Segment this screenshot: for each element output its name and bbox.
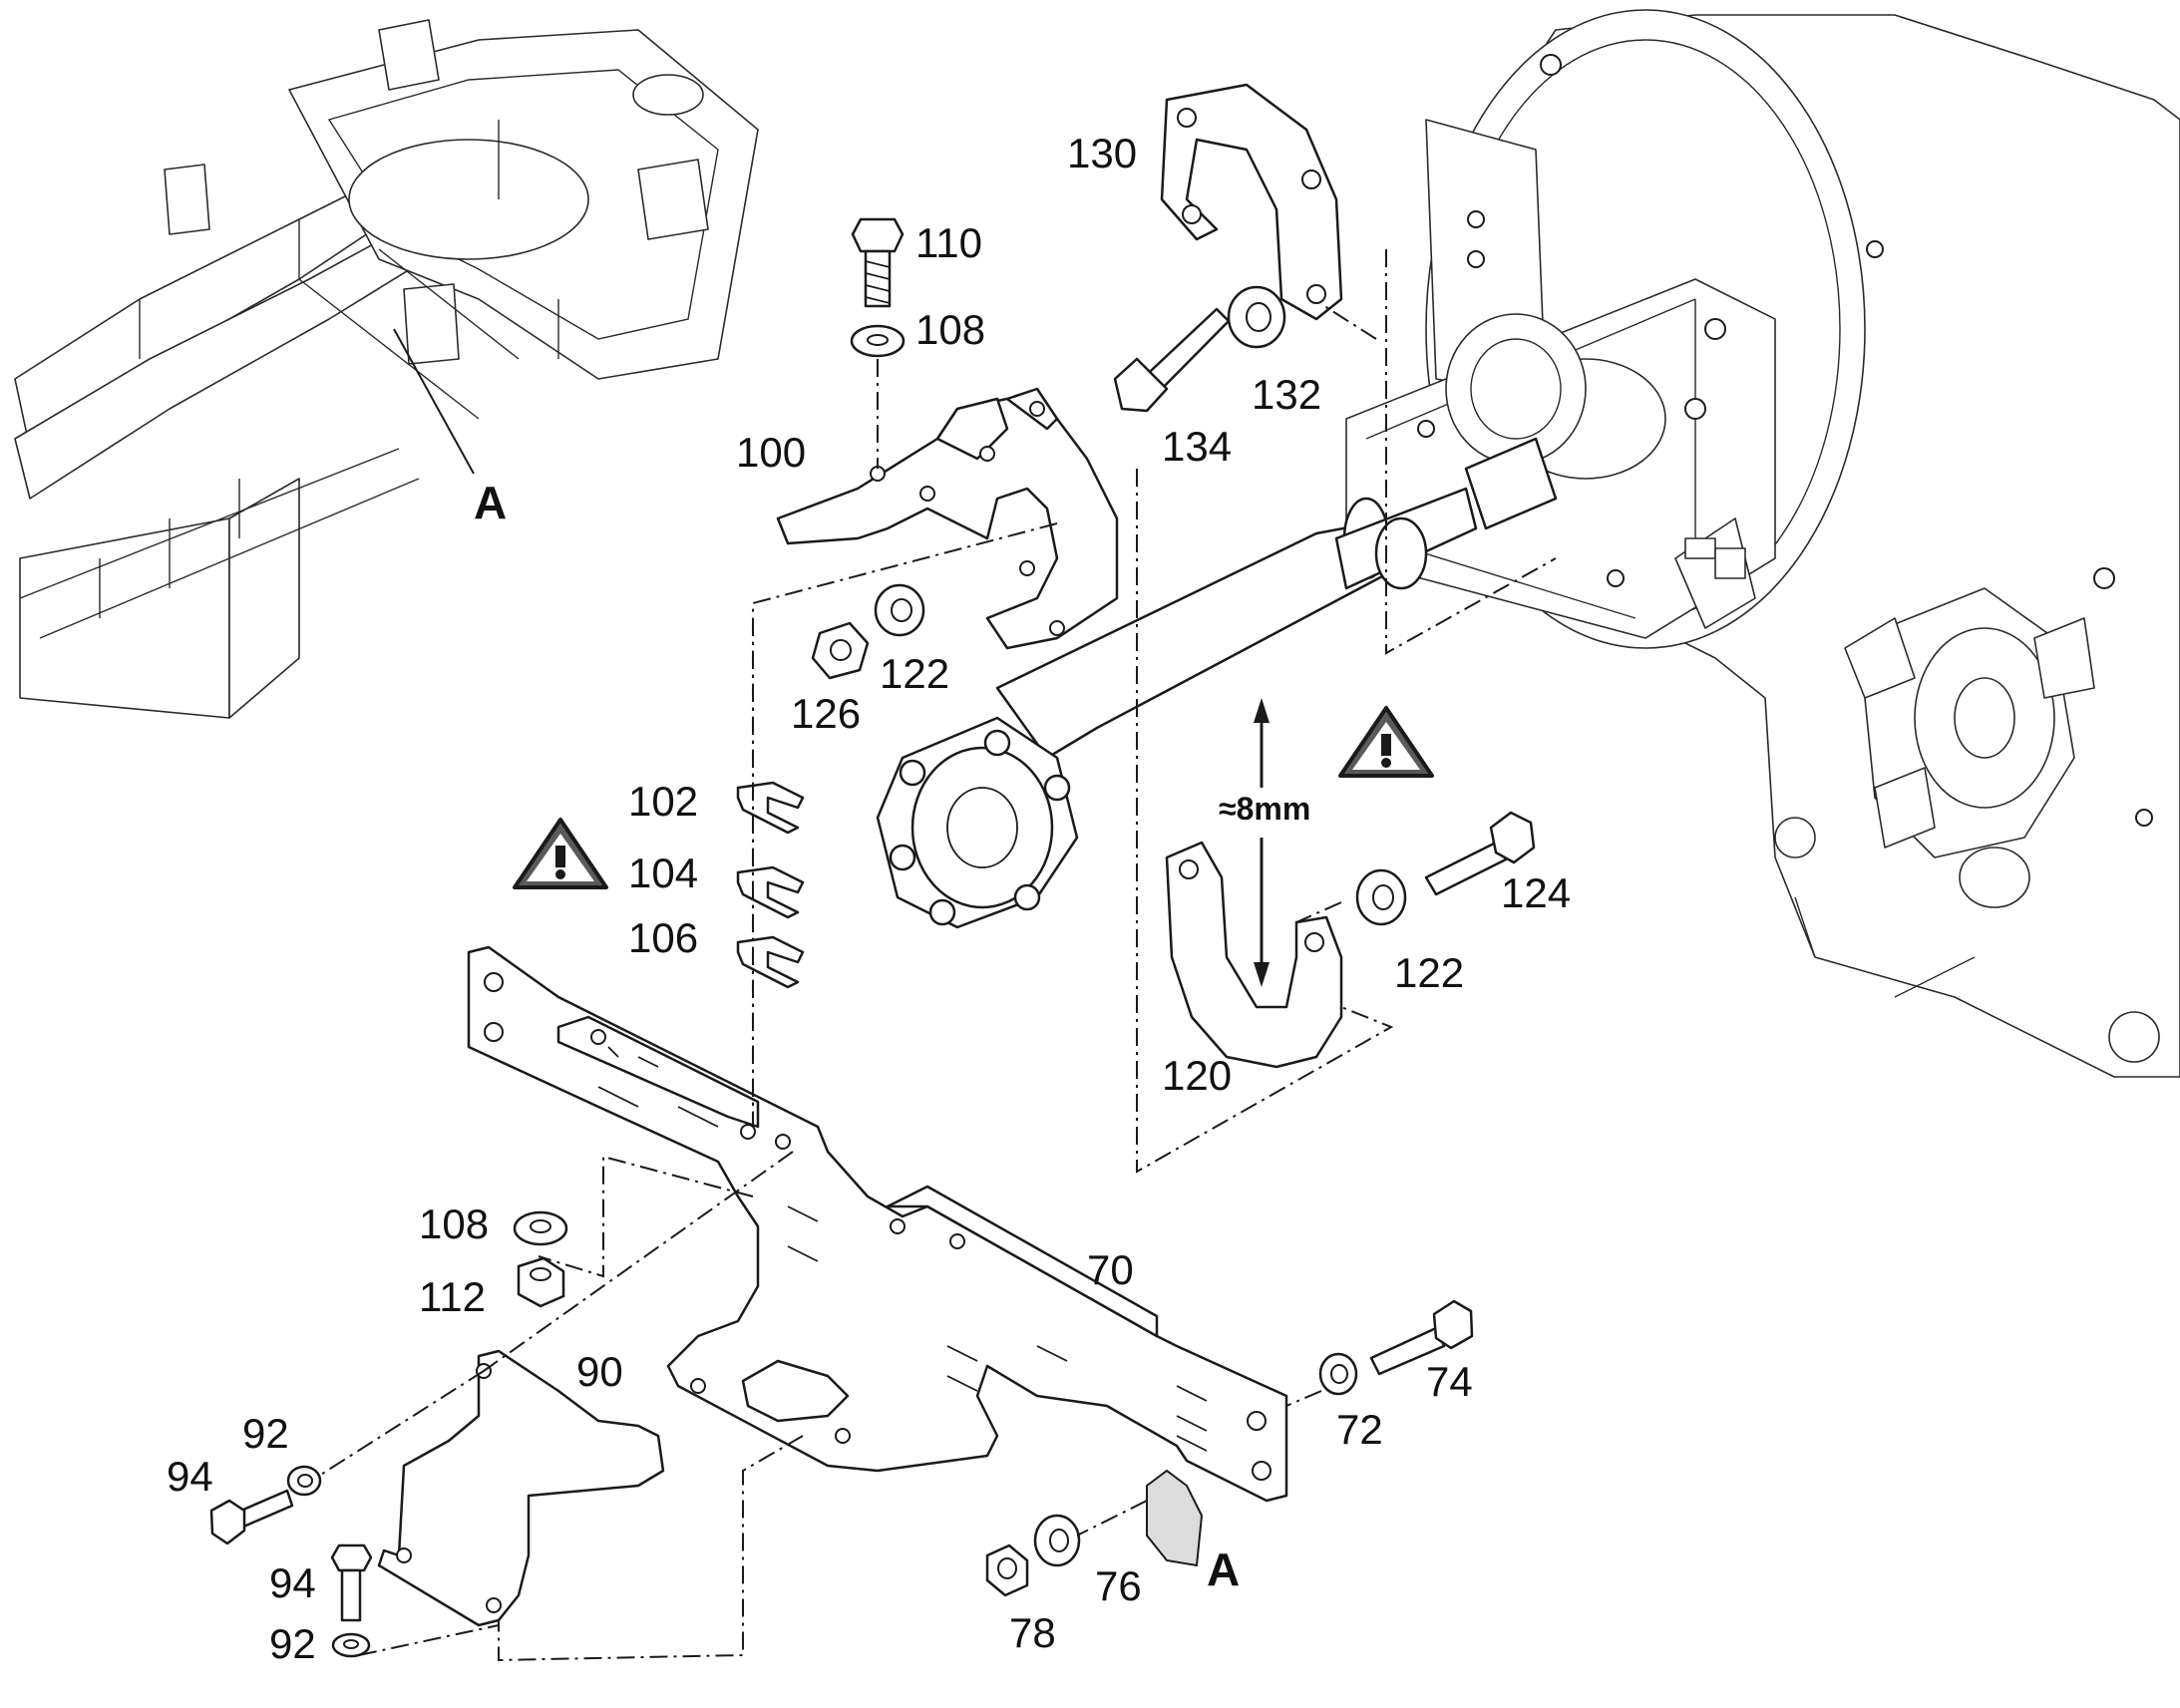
clearance-dimension — [1254, 698, 1270, 987]
part-92-washer-lower — [331, 1632, 371, 1658]
vehicle-frame — [14, 19, 759, 719]
label-124: 124 — [1501, 869, 1571, 916]
drive-shaft — [995, 437, 1558, 760]
part-92-washer-upper — [286, 1465, 322, 1497]
flexible-coupling — [876, 716, 1079, 929]
label-70: 70 — [1087, 1246, 1134, 1293]
clearance-label: ≈8mm — [1219, 791, 1310, 827]
part-126-nut — [811, 621, 870, 680]
label-76: 76 — [1095, 1562, 1142, 1609]
label-130: 130 — [1067, 130, 1137, 176]
part-130-half-plate — [1160, 83, 1343, 321]
label-72: 72 — [1336, 1406, 1383, 1453]
label-126: 126 — [791, 690, 861, 737]
label-90: 90 — [576, 1348, 623, 1395]
part-120-half-ring — [1165, 841, 1343, 1069]
detail-a-bracket — [1146, 1469, 1204, 1567]
part-94-bolt-lower — [330, 1543, 373, 1622]
label-134: 134 — [1162, 423, 1232, 470]
label-78: 78 — [1009, 1609, 1056, 1656]
part-90-guard — [377, 1349, 665, 1627]
part-72-washer — [1318, 1352, 1358, 1396]
part-132-washer — [1227, 285, 1286, 349]
part-122-washer-right — [1355, 868, 1407, 926]
label-132: 132 — [1252, 371, 1321, 418]
label-94-upper: 94 — [167, 1453, 213, 1500]
label-122-top: 122 — [880, 650, 949, 697]
warning-triangle-icon — [513, 818, 608, 889]
part-76-washer — [1033, 1514, 1081, 1567]
label-110: 110 — [915, 219, 982, 266]
part-122-washer-top — [874, 583, 925, 637]
label-94-lower: 94 — [269, 1559, 316, 1606]
label-92-lower: 92 — [269, 1620, 316, 1667]
assembly-centerlines — [318, 249, 1557, 1662]
part-124-bolt — [1424, 811, 1536, 896]
label-108-top: 108 — [915, 306, 985, 353]
label-104: 104 — [628, 850, 698, 896]
part-78-nut — [985, 1543, 1029, 1597]
detail-reference-label: A — [1207, 1543, 1240, 1595]
warning-triangle-icon — [1338, 706, 1434, 778]
part-108-washer-left — [513, 1210, 568, 1246]
transmission-housing — [1345, 9, 2180, 1078]
part-70-cross-member — [467, 945, 1288, 1503]
part-100-bracket — [776, 387, 1119, 650]
part-74-bolt — [1369, 1299, 1474, 1376]
label-112: 112 — [419, 1273, 486, 1320]
part-112-nut — [517, 1256, 565, 1308]
label-102: 102 — [628, 778, 698, 825]
part-108-washer-top — [850, 324, 906, 358]
label-120: 120 — [1162, 1052, 1232, 1099]
part-134-bolt — [1113, 307, 1231, 413]
part-110-bolt — [851, 217, 905, 308]
label-92-upper: 92 — [242, 1410, 289, 1457]
part-106-shim — [736, 935, 805, 989]
label-122-right: 122 — [1394, 949, 1464, 996]
part-104-shim — [736, 865, 805, 919]
label-106: 106 — [628, 914, 698, 961]
frame-reference-label: A — [474, 477, 507, 528]
label-100: 100 — [736, 429, 806, 476]
label-108-left: 108 — [419, 1200, 489, 1247]
label-74: 74 — [1426, 1358, 1473, 1405]
part-102-shim — [736, 781, 805, 835]
part-94-bolt-upper — [209, 1489, 294, 1545]
